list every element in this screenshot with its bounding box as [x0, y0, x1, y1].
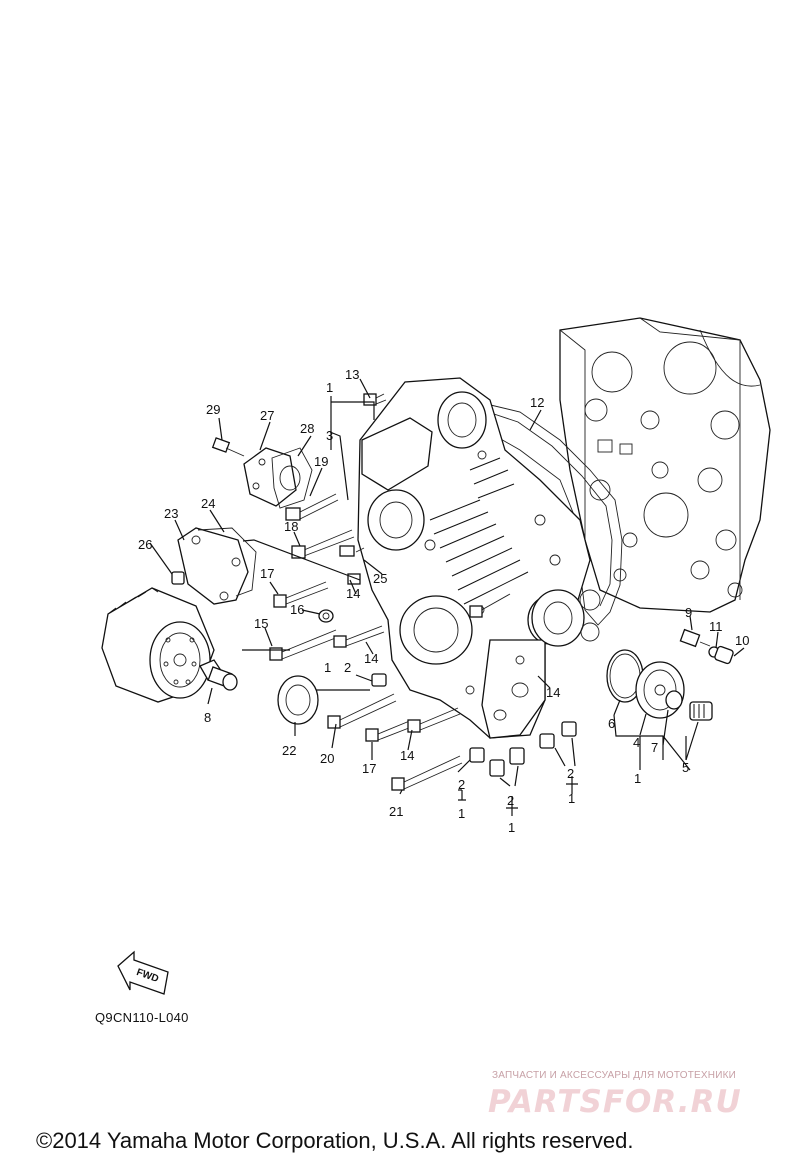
callout-15: 15 — [254, 616, 268, 631]
watermark-logo: PARTSFOR.RU — [488, 1084, 742, 1120]
callout-29: 29 — [206, 402, 220, 417]
callout-21: 21 — [389, 804, 403, 819]
callout-17: 17 — [362, 761, 376, 776]
callout-14: 14 — [546, 685, 560, 700]
callout-28: 28 — [300, 421, 314, 436]
callout-8: 8 — [204, 710, 211, 725]
union-bolt-8-drawing — [199, 659, 238, 691]
callout-26: 26 — [138, 537, 152, 552]
callout-1: 1 — [458, 806, 465, 821]
callout-23: 23 — [164, 506, 178, 521]
callout-25: 25 — [373, 571, 387, 586]
callout-27: 27 — [260, 408, 274, 423]
callout-14: 14 — [400, 748, 414, 763]
callout-11: 11 — [709, 619, 723, 634]
forward-arrow-icon: FWD — [117, 950, 169, 995]
leader-lines — [149, 378, 745, 816]
relief-parts-drawing — [531, 589, 734, 721]
plugs-drawing — [318, 609, 577, 777]
callout-7: 7 — [651, 740, 658, 755]
callout-20: 20 — [320, 751, 334, 766]
callout-9: 9 — [685, 605, 692, 620]
callout-2: 2 — [458, 777, 465, 792]
callout-1: 1 — [634, 771, 641, 786]
callout-19: 19 — [314, 454, 328, 469]
callout-17: 17 — [260, 566, 274, 581]
copyright-notice: ©2014 Yamaha Motor Corporation, U.S.A. A… — [36, 1128, 634, 1153]
gasket-24-drawing — [197, 527, 257, 597]
callout-1: 1 — [568, 791, 575, 806]
gasket-outline — [477, 401, 623, 626]
cover-plate-23-drawing — [177, 527, 249, 605]
callout-1: 1 — [326, 380, 333, 395]
callout-2: 2 — [567, 766, 574, 781]
callout-10: 10 — [735, 633, 749, 648]
oil-seal-22-drawing — [277, 675, 319, 725]
callout-labels: 13 1 29 27 28 3 12 19 24 23 18 26 17 25 … — [138, 367, 749, 835]
diagram-code: Q9CN110-L040 — [95, 1010, 189, 1025]
callout-4: 4 — [633, 735, 640, 750]
callout-14: 14 — [364, 651, 378, 666]
crankcase-cover-drawing — [357, 377, 591, 739]
callout-14: 14 — [346, 586, 360, 601]
bolt-26-drawing — [171, 571, 185, 585]
watermark-tagline: ЗАПЧАСТИ И АКСЕССУАРЫ ДЛЯ МОТОТЕХНИКИ — [492, 1070, 737, 1081]
bolt-29-drawing — [211, 437, 245, 457]
cover-plate-27-drawing — [243, 447, 297, 507]
callout-6: 6 — [608, 716, 615, 731]
callout-5: 5 — [682, 760, 689, 775]
oil-filter-drawing — [101, 587, 215, 703]
callout-3: 3 — [326, 428, 333, 443]
callout-18: 18 — [284, 519, 298, 534]
callout-16: 16 — [290, 602, 304, 617]
callout-13: 13 — [345, 367, 359, 382]
callout-12: 12 — [530, 395, 544, 410]
gasket-28-drawing — [271, 447, 313, 509]
callout-1: 1 — [324, 660, 331, 675]
callout-2: 2 — [507, 793, 514, 808]
callout-22: 22 — [282, 743, 296, 758]
callout-24: 24 — [201, 496, 215, 511]
callout-2: 2 — [344, 660, 351, 675]
bolts-drawing — [269, 393, 511, 791]
callout-1: 1 — [508, 820, 515, 835]
engine-block-drawing — [559, 317, 771, 613]
